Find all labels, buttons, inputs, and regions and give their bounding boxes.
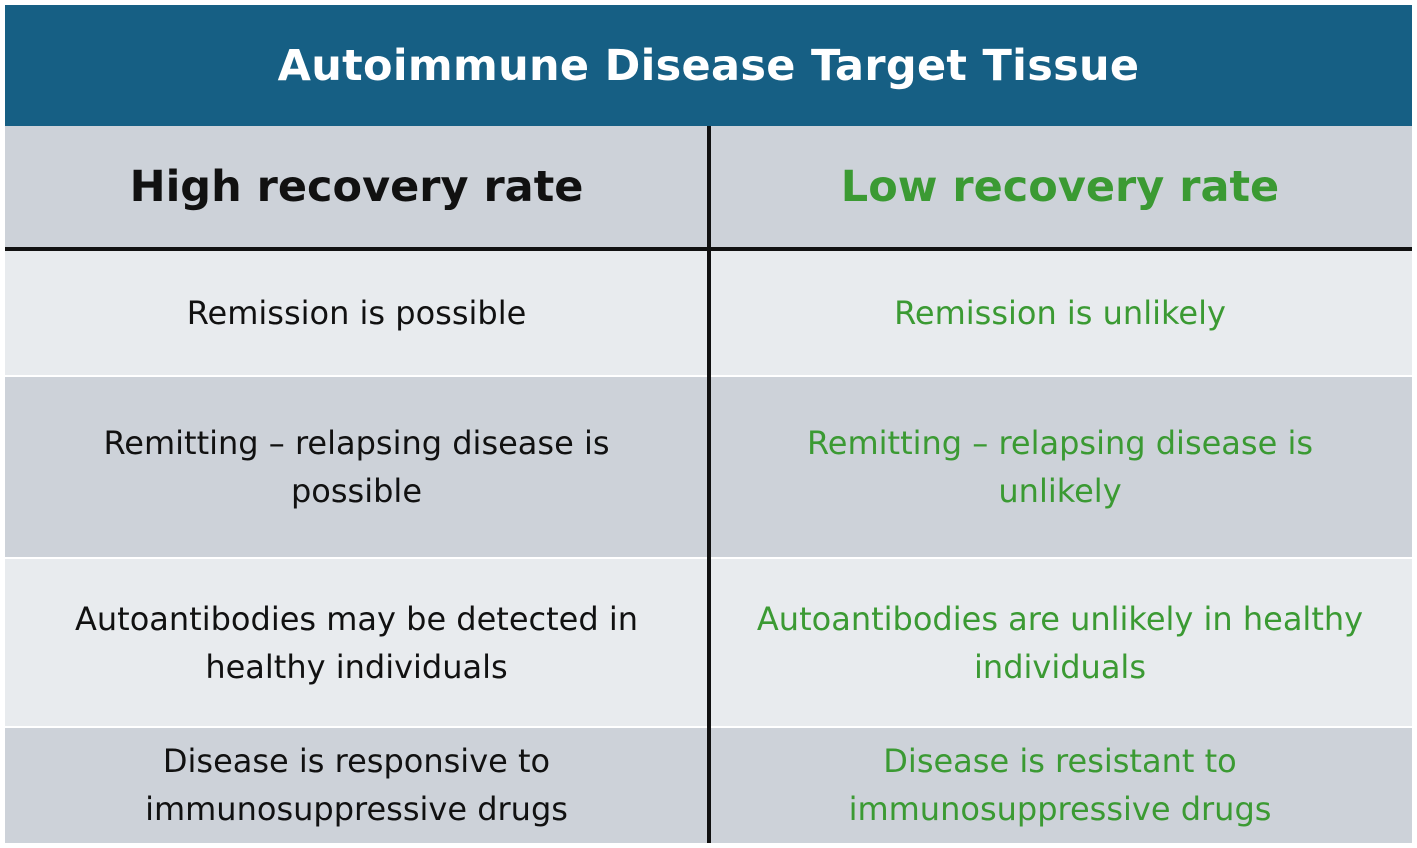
header-cell-low: Low recovery rate [708,126,1412,250]
table-cell-left: Autoantibodies may be detected in health… [5,558,708,727]
cell-text: Autoantibodies are unlikely in healthy i… [756,599,1364,686]
table-cell-right: Remission is unlikely [708,250,1412,376]
low-recovery-header: Low recovery rate [840,162,1280,213]
cell-text: Remitting – relapsing disease is possibl… [103,424,610,510]
cell-text: Remission is unlikely [894,294,1226,332]
table-cell-left: Remitting – relapsing disease is possibl… [5,376,708,558]
column-divider [707,126,711,843]
table-title: Autoimmune Disease Target Tissue [277,40,1140,91]
title-bar: Autoimmune Disease Target Tissue [5,5,1412,126]
cell-text: Disease is resistant to immunosuppressiv… [848,742,1272,828]
table-cell-right: Disease is resistant to immunosuppressiv… [708,727,1412,843]
cell-text: Remitting – relapsing disease is unlikel… [806,424,1313,510]
table-cell-left: Remission is possible [5,250,708,376]
cell-text: Disease is responsive to immunosuppressi… [145,742,568,828]
header-cell-high: High recovery rate [5,126,708,250]
table-cell-right: Autoantibodies are unlikely in healthy i… [708,558,1412,727]
cell-text: Remission is possible [186,294,527,332]
cell-text: Autoantibodies may be detected in health… [74,599,639,686]
table-cell-left: Disease is responsive to immunosuppressi… [5,727,708,843]
comparison-table: Autoimmune Disease Target Tissue High re… [5,5,1412,843]
table-cell-right: Remitting – relapsing disease is unlikel… [708,376,1412,558]
high-recovery-header: High recovery rate [129,162,584,213]
